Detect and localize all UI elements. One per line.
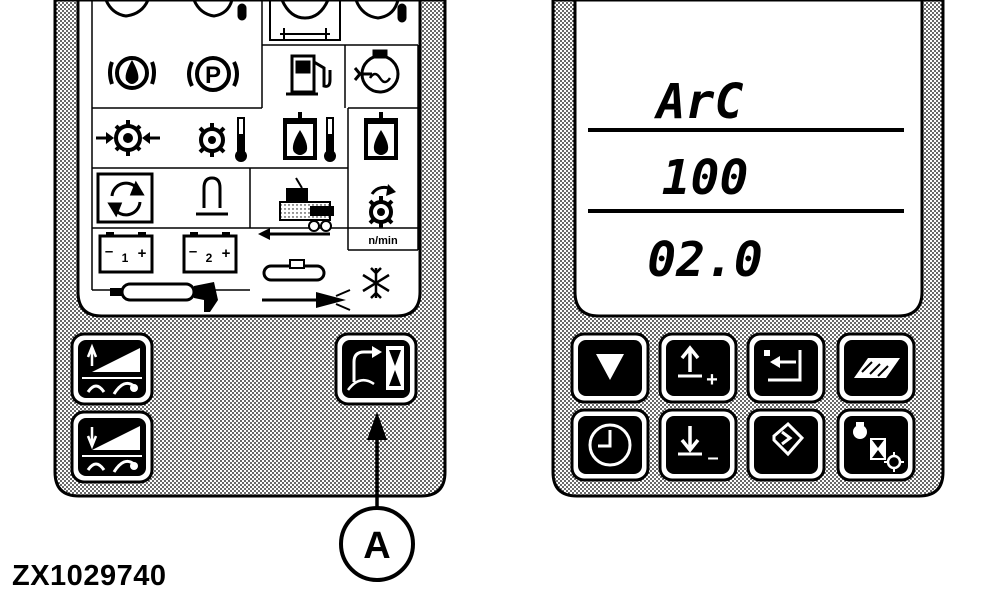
rotation-icon (96, 172, 154, 224)
callout-circle (339, 506, 415, 582)
engine-air-icon (353, 49, 400, 94)
lcd-screen (573, 0, 924, 318)
callout-a: A (339, 412, 415, 582)
auto-idle-button[interactable] (334, 332, 418, 406)
battery-1-icon: – 1 + (98, 232, 154, 274)
battery-2-icon: – 2 + (182, 232, 238, 274)
battery-2-number: 2 (206, 251, 213, 265)
battery-1-minus: – (105, 243, 113, 260)
minus-label: – (707, 447, 718, 469)
return-button[interactable] (746, 332, 826, 404)
right-control-panel: ArC 100 02.0 + (551, 0, 945, 498)
battery-2-minus: – (189, 243, 197, 260)
rpm-decrease-button[interactable] (70, 410, 154, 484)
figure-reference: ZX1029740 (12, 560, 167, 592)
clock-icon (588, 423, 632, 467)
snowflake-icon (362, 267, 390, 299)
scroll-down-button[interactable] (570, 332, 650, 404)
clock-button[interactable] (570, 408, 650, 482)
service-book-button[interactable] (836, 332, 916, 404)
enter-button[interactable] (746, 408, 826, 482)
hydraulic-oil-icon (364, 112, 398, 160)
lcd-line-3: 02.0 (647, 232, 763, 288)
air-filter-icon (110, 282, 218, 312)
battery-1-plus: + (138, 245, 147, 262)
transmission-temp-icon (198, 117, 247, 162)
lcd-line-2: 100 (662, 150, 749, 206)
callout-arrow-icon (367, 412, 387, 440)
rpm-increase-button[interactable] (70, 332, 154, 406)
hydraulic-temp-icon (283, 112, 336, 162)
decrease-button[interactable]: – (658, 408, 738, 482)
speed-unit-label: n/min (368, 235, 398, 247)
triangle-down-icon (596, 354, 624, 380)
fan-drive-icon (262, 259, 351, 311)
callout-label: A (363, 525, 390, 567)
battery-2-plus: + (222, 245, 231, 262)
increase-button[interactable]: + (658, 332, 738, 404)
left-indicator-face (76, 0, 422, 318)
transmission-pressure-icon (96, 120, 160, 156)
lcd-line-1: ArC (654, 74, 744, 130)
diagnostic-button[interactable] (836, 408, 916, 482)
plus-label: + (706, 369, 718, 391)
fuel-icon (286, 54, 332, 96)
oil-pressure-icon (108, 56, 156, 90)
park-letter: P (205, 62, 221, 89)
preheat-icon (196, 176, 228, 216)
engine-speed-icon: n/min (368, 184, 398, 247)
left-control-panel: P (53, 0, 447, 498)
partial-top-icons (104, 0, 407, 41)
parking-brake-icon: P (187, 56, 239, 92)
reverse-drive-icon (258, 177, 334, 240)
battery-1-number: 1 (122, 251, 129, 265)
